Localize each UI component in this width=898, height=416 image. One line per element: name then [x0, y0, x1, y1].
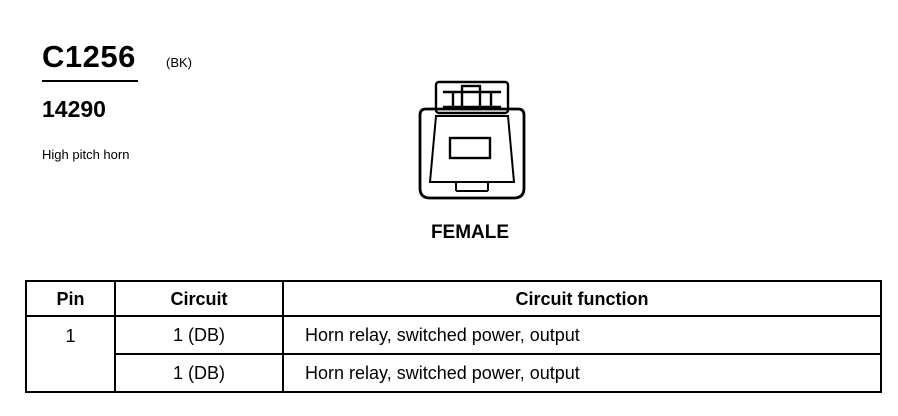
table-header-row: Pin Circuit Circuit function [25, 280, 882, 317]
header-circuit: Circuit [114, 280, 284, 317]
connector-body [418, 107, 526, 200]
part-number: 14290 [42, 96, 106, 122]
connector-color: (BK) [166, 55, 192, 70]
table-row: 1 1 (DB) Horn relay, switched power, out… [25, 315, 882, 393]
table-row: 1 (DB) Horn relay, switched power, outpu… [26, 353, 882, 393]
circuit-function-cell: Horn relay, switched power, output [282, 315, 882, 355]
connector-face-drawing [418, 80, 526, 200]
connector-description: High pitch horn [42, 147, 130, 162]
connector-gender-label: FEMALE [430, 222, 510, 243]
terminal-cavity [448, 136, 492, 160]
header-pin: Pin [25, 280, 116, 317]
circuit-cell: 1 (DB) [114, 315, 284, 355]
connector-id: C1256 [42, 39, 136, 74]
connector-id-underline [42, 80, 138, 82]
circuit-cell: 1 (DB) [114, 353, 284, 393]
pinout-table: Pin Circuit Circuit function 1 1 (DB) Ho… [25, 280, 882, 393]
circuit-function-cell: Horn relay, switched power, output [282, 353, 882, 393]
pin-number-cell: 1 [25, 315, 116, 393]
header-circuit-function: Circuit function [282, 280, 882, 317]
